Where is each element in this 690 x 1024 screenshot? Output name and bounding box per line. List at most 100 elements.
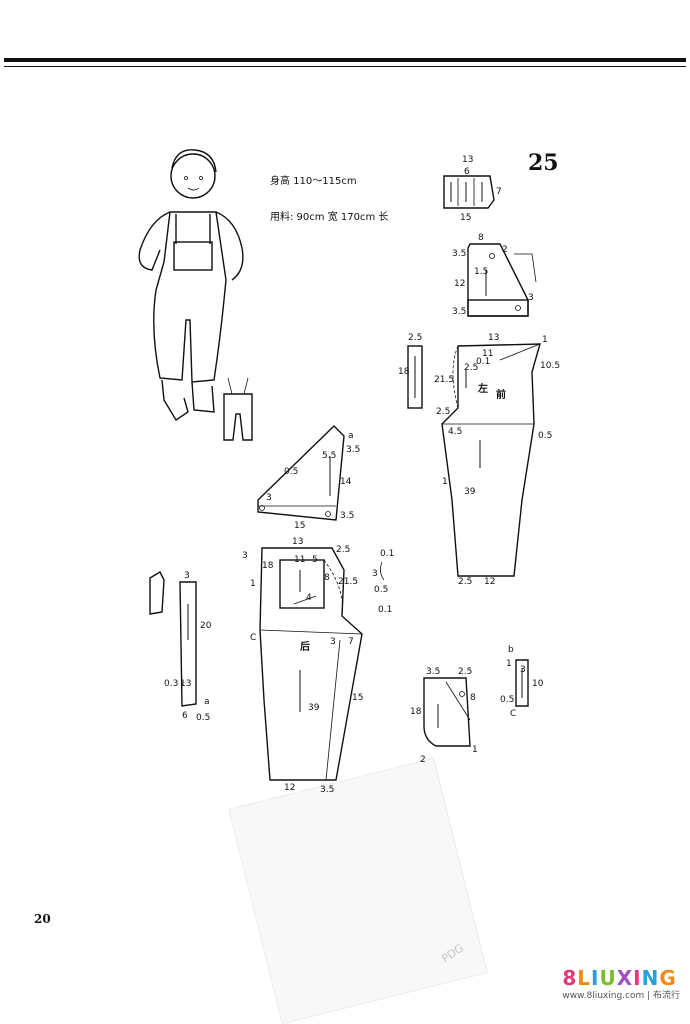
pattern-front-panel: 左 前 13 1 11 10.5 2.5 21.5 2.5 4.5 0.5 1 … xyxy=(434,333,560,587)
label-front-12: 12 xyxy=(484,577,495,587)
label-back: 后 xyxy=(300,640,310,653)
label-back-15: 12 xyxy=(284,783,295,793)
label-front-0: 13 xyxy=(488,333,499,343)
label-back-7: 8 xyxy=(324,573,330,583)
label-front-6: 2.5 xyxy=(436,407,450,417)
label-back-13: 15 xyxy=(352,693,363,703)
label-strap-1: 20 xyxy=(200,621,212,631)
label-front-13: 0.1 xyxy=(476,357,490,367)
label-back-12: 7 xyxy=(348,637,354,647)
label-strap-6: 0.5 xyxy=(196,713,210,723)
pattern-front-strip: 2.5 18 xyxy=(398,333,423,409)
label-pocket-4: 2 xyxy=(420,755,426,765)
label-bib-6: 3 xyxy=(528,293,534,303)
pattern-small-piece: b 1 3 10 0.5 C xyxy=(500,645,544,719)
label-back-10: C xyxy=(250,633,256,643)
label-front-9: 1 xyxy=(442,477,448,487)
label-small-top-2: 7 xyxy=(496,187,502,197)
spec-fabric: 用料: 90cm 宽 170cm 长 xyxy=(270,212,389,223)
label-back-bib-6: 15 xyxy=(294,521,305,531)
label-back-0: 13 xyxy=(292,537,303,547)
page-number: 20 xyxy=(34,912,51,926)
label-small-piece-1: 1 xyxy=(506,659,512,669)
overalls-icon xyxy=(223,377,253,441)
label-front: 前 xyxy=(496,388,506,401)
label-front-5: 21.5 xyxy=(434,375,454,385)
logo-text: 8LIUXING xyxy=(562,966,680,990)
logo-char-0: 8 xyxy=(562,966,578,990)
label-front-1: 1 xyxy=(542,335,548,345)
label-small-piece-2: 3 xyxy=(520,665,526,675)
pattern-pocket: 3.5 2.5 8 18 2 1 xyxy=(410,667,478,765)
label-strap-2: 0.3 xyxy=(164,679,178,689)
label-small-piece-3: 10 xyxy=(532,679,544,689)
label-small-top-0: 13 xyxy=(462,155,473,165)
label-back-side-1: 3 xyxy=(372,569,378,579)
label-front-10: 39 xyxy=(464,487,476,497)
label-pocket-5: 1 xyxy=(472,745,478,755)
label-strap-0: 3 xyxy=(184,571,190,581)
pattern-small-top: 13 6 7 15 xyxy=(443,155,502,223)
label-front-11: 2.5 xyxy=(458,577,472,587)
logo-char-6: N xyxy=(641,966,660,990)
label-front-left: 左 xyxy=(477,382,488,395)
label-front-2: 11 xyxy=(482,349,493,359)
logo-char-3: U xyxy=(599,966,617,990)
label-front-3: 10.5 xyxy=(540,361,560,371)
label-back-4: 5 xyxy=(312,555,318,565)
pattern-front-bib: 8 3.5 2 1.5 12 3.5 3 xyxy=(452,233,537,317)
label-front-7: 4.5 xyxy=(448,427,462,437)
label-back-14: 39 xyxy=(308,703,320,713)
label-back-side-2: 0.5 xyxy=(374,585,388,595)
label-back-9: 1 xyxy=(250,579,256,589)
label-back-5: 2.5 xyxy=(336,545,350,555)
logo-char-4: X xyxy=(616,966,634,990)
label-strap-3: 13 xyxy=(180,679,191,689)
label-back-bib-4: 14 xyxy=(340,477,352,487)
label-back-11: 3 xyxy=(330,637,336,647)
spec-height: 身高 110～115cm xyxy=(270,176,357,187)
label-back-bib-3: 0.5 xyxy=(284,467,298,477)
label-bib-5: 3.5 xyxy=(452,307,466,317)
header-rule-thick xyxy=(4,58,686,62)
logo-char-1: L xyxy=(577,966,592,990)
label-pocket-2: 8 xyxy=(470,693,476,703)
label-back-3: 11 xyxy=(294,555,305,565)
label-bib-0: 8 xyxy=(478,233,484,243)
label-back-6: 4 xyxy=(306,593,312,603)
label-back-2: 18 xyxy=(262,561,274,571)
label-front-8: 0.5 xyxy=(538,431,552,441)
label-back-bib-7: 3.5 xyxy=(340,511,354,521)
label-back-16: 3.5 xyxy=(320,785,334,795)
site-logo[interactable]: 8LIUXING www.8liuxing.com | 布流行 xyxy=(562,966,680,1001)
label-bib-1: 3.5 xyxy=(452,249,466,259)
label-small-piece-4: 0.5 xyxy=(500,695,514,705)
pattern-back-side: 0.1 3 0.5 0.1 xyxy=(372,549,394,615)
logo-char-2: I xyxy=(591,966,600,990)
label-back-1: 3 xyxy=(242,551,248,561)
label-back-bib-1: 3.5 xyxy=(346,445,360,455)
label-front-4: 2.5 xyxy=(464,363,478,373)
label-pocket-0: 3.5 xyxy=(426,667,440,677)
label-small-piece-0: b xyxy=(508,645,514,655)
label-back-side-3: 0.1 xyxy=(378,605,392,615)
label-bib-2: 2 xyxy=(502,245,508,255)
pattern-number: 25 xyxy=(528,150,559,176)
label-bib-3: 1.5 xyxy=(474,267,488,277)
label-back-side-0: 0.1 xyxy=(380,549,394,559)
label-bib-4: 12 xyxy=(454,279,465,289)
logo-url: www.8liuxing.com | 布流行 xyxy=(562,991,680,1001)
label-back-bib-5: 3 xyxy=(266,493,272,503)
label-small-piece-5: C xyxy=(510,709,516,719)
pattern-strap: 3 20 0.3 13 a 6 0.5 xyxy=(149,571,212,723)
child-illustration xyxy=(138,149,244,421)
label-front-strip-1: 18 xyxy=(398,367,410,377)
logo-char-5: I xyxy=(633,966,642,990)
label-pocket-1: 2.5 xyxy=(458,667,472,677)
pattern-back-bib: a 3.5 5.5 0.5 14 3 15 3.5 xyxy=(257,425,360,531)
label-small-top-3: 15 xyxy=(460,213,471,223)
label-small-top-1: 6 xyxy=(464,167,470,177)
label-pocket-3: 18 xyxy=(410,707,422,717)
label-back-bib-2: 5.5 xyxy=(322,451,336,461)
